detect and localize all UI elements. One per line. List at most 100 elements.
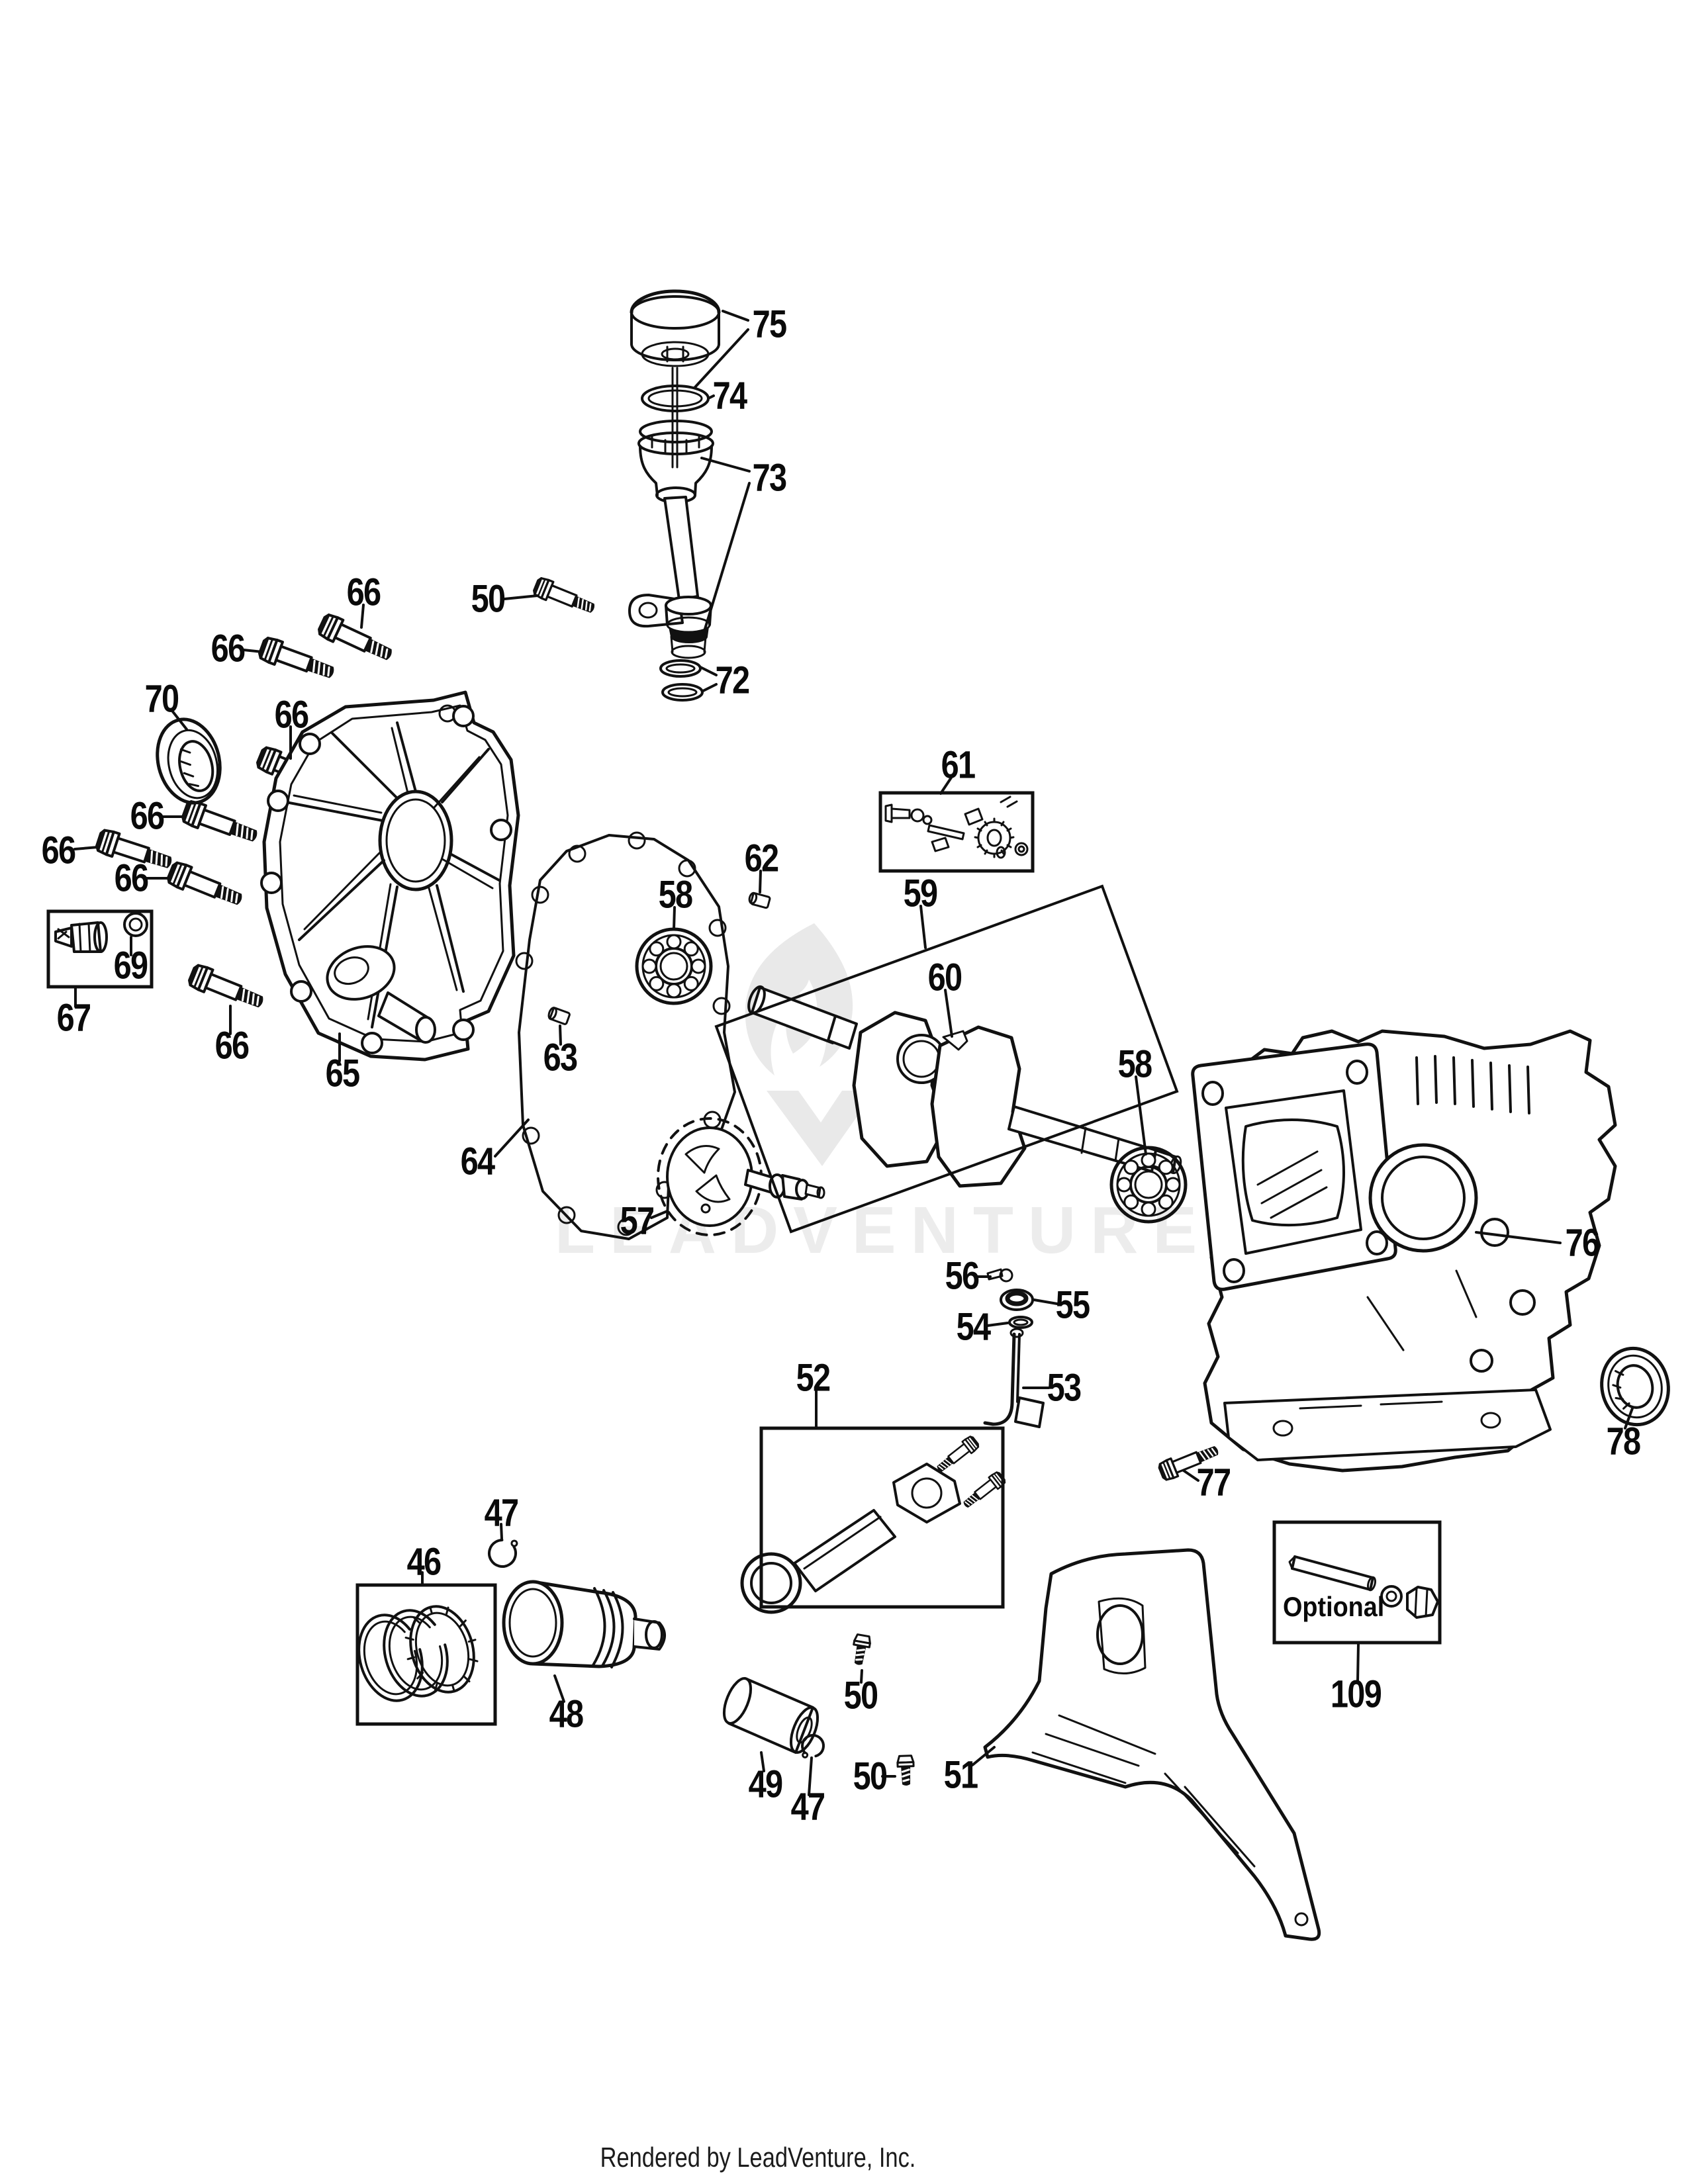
leader-line-70	[171, 709, 188, 731]
leader-line-47	[808, 1756, 813, 1796]
leader-line-58	[673, 906, 676, 931]
leader-line-75	[722, 310, 749, 322]
callout-49[interactable]: 49	[748, 1762, 783, 1806]
leader-line-51	[971, 1746, 996, 1766]
part-oring-74	[641, 385, 710, 412]
leader-line-62	[759, 870, 762, 893]
leader-line-59	[919, 905, 927, 949]
part-circlip-47-top	[488, 1539, 518, 1568]
part-governor-kit-61	[884, 796, 1029, 859]
part-piston-48	[502, 1580, 666, 1668]
callout-66[interactable]: 66	[41, 829, 76, 872]
part-key-60	[942, 1030, 968, 1051]
part-dowel-63	[547, 1007, 571, 1025]
callout-75[interactable]: 75	[752, 302, 787, 346]
part-dipstick-rod	[671, 367, 679, 469]
leader-line-47	[500, 1523, 503, 1540]
callout-58[interactable]: 58	[1117, 1042, 1152, 1086]
leader-line-58	[1135, 1075, 1147, 1156]
part-drain-plug-67	[54, 921, 108, 953]
connecting-rod-box	[759, 1426, 1005, 1609]
part-ring-54	[1008, 1316, 1033, 1329]
callout-46[interactable]: 46	[406, 1540, 442, 1584]
callout-62[interactable]: 62	[744, 837, 779, 880]
callout-59[interactable]: 59	[903, 872, 938, 915]
callout-55[interactable]: 55	[1055, 1283, 1090, 1327]
optional-kit-box	[1272, 1520, 1442, 1645]
callout-66[interactable]: 66	[114, 856, 149, 900]
callout-60[interactable]: 60	[927, 956, 962, 999]
callout-58[interactable]: 58	[658, 873, 693, 917]
part-oil-baffle-51	[983, 1548, 1321, 1941]
leader-line-49	[760, 1751, 765, 1772]
callout-72[interactable]: 72	[715, 659, 750, 702]
callout-57[interactable]: 57	[620, 1199, 655, 1243]
callout-66[interactable]: 66	[214, 1024, 250, 1068]
callout-70[interactable]: 70	[144, 677, 179, 721]
leader-line-55	[1033, 1298, 1058, 1305]
callout-51[interactable]: 51	[943, 1753, 978, 1797]
leader-line-78	[1624, 1407, 1634, 1430]
leader-line-63	[559, 1024, 562, 1046]
leader-line-57	[650, 1210, 669, 1219]
part-connecting-rod-52	[740, 1433, 1008, 1614]
leader-line-72	[699, 666, 718, 676]
callout-50[interactable]: 50	[471, 577, 506, 621]
part-camshaft-57	[657, 1117, 825, 1236]
callout-76[interactable]: 76	[1565, 1221, 1600, 1265]
callout-109[interactable]: 109	[1330, 1672, 1382, 1716]
callout-54[interactable]: 54	[956, 1305, 991, 1349]
leader-line-73	[700, 457, 751, 473]
governor-kit-box	[878, 791, 1035, 873]
part-piston-pin-49	[722, 1677, 820, 1754]
part-piston-rings-46	[357, 1605, 479, 1702]
leader-line-66	[73, 846, 99, 850]
leader-line-61	[939, 776, 953, 795]
callout-56[interactable]: 56	[945, 1254, 980, 1298]
leader-line-50	[860, 1669, 863, 1684]
callout-67[interactable]: 67	[56, 996, 91, 1040]
leader-line-74	[708, 394, 715, 399]
part-washer-69	[123, 912, 148, 937]
part-oil-fill-cap	[630, 289, 721, 367]
callout-53[interactable]: 53	[1047, 1366, 1082, 1410]
callout-50[interactable]: 50	[843, 1674, 878, 1717]
callout-66[interactable]: 66	[274, 693, 309, 737]
drain-plug-kit-box	[46, 909, 154, 989]
part-cylinder-block-76	[1191, 1029, 1617, 1473]
callout-66[interactable]: 66	[130, 794, 165, 838]
callout-77[interactable]: 77	[1196, 1461, 1231, 1504]
callout-64[interactable]: 64	[460, 1140, 495, 1183]
callout-50[interactable]: 50	[853, 1754, 888, 1798]
callout-52[interactable]: 52	[796, 1356, 831, 1400]
part-oil-seal-78	[1600, 1346, 1670, 1427]
callout-69[interactable]: 69	[113, 944, 148, 987]
leader-line-60	[944, 989, 953, 1038]
leader-line-66	[360, 604, 365, 629]
callout-48[interactable]: 48	[549, 1692, 584, 1736]
leader-line-50	[503, 594, 539, 600]
callout-63[interactable]: 63	[543, 1036, 578, 1079]
callout-65[interactable]: 65	[325, 1052, 360, 1095]
callout-66[interactable]: 66	[346, 570, 381, 614]
callout-73[interactable]: 73	[752, 456, 787, 500]
optional-box-label: Optional	[1283, 1591, 1385, 1622]
part-dowel-62	[748, 891, 771, 909]
leader-line-76	[1475, 1231, 1562, 1244]
callout-47[interactable]: 47	[484, 1491, 519, 1535]
leader-line-54	[986, 1322, 1009, 1327]
part-oil-dipper-53	[983, 1328, 1045, 1428]
callout-61[interactable]: 61	[941, 743, 976, 787]
callout-78[interactable]: 78	[1606, 1420, 1641, 1463]
leader-line-75	[694, 328, 749, 388]
callout-47[interactable]: 47	[790, 1785, 825, 1829]
callout-66[interactable]: 66	[211, 627, 246, 670]
part-gasket-64	[515, 831, 736, 1240]
leadventure-watermark-text: LEADVENTURE	[555, 1193, 1212, 1267]
leader-line-72	[702, 683, 718, 692]
callout-74[interactable]: 74	[712, 374, 747, 418]
part-crankshaft-59	[747, 985, 1182, 1188]
